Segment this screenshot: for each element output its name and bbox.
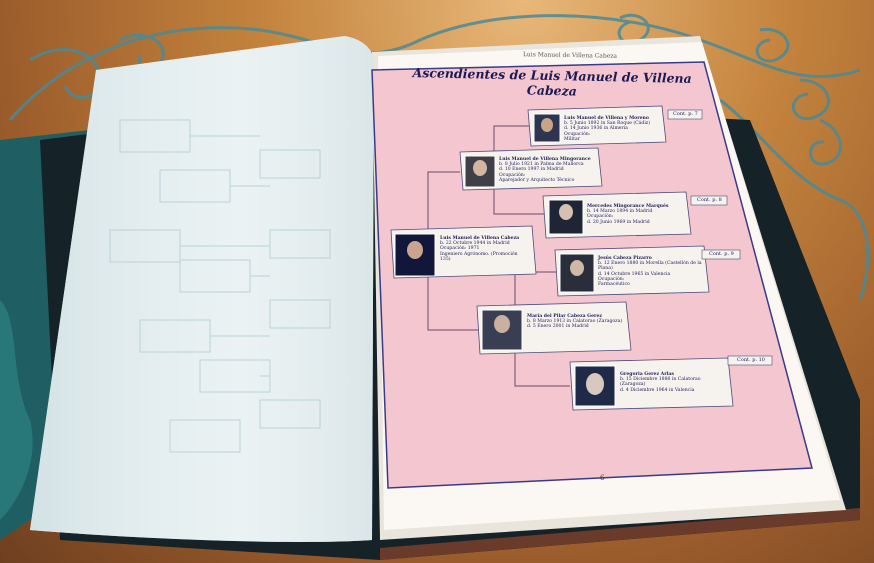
- person-detail: d. 14 Octubre 1965 in Valencia: [598, 271, 671, 277]
- cont-tab-p7: Cont. p. 10: [737, 357, 765, 363]
- person-name: Luis Manuel de Villena Mingorance: [499, 157, 591, 162]
- person-card-p1: Luis Manuel de Villena y Moreno b. 5 Jun…: [564, 116, 660, 142]
- cont-tab-p5: Cont. p. 9: [709, 251, 734, 257]
- page-number: 6: [600, 474, 605, 482]
- person-detail: Ocupación:: [499, 172, 526, 178]
- person-name: María del Pilar Cabeza Gerez: [527, 314, 602, 319]
- person-detail: b. 12 Enero 1880 in Morella (Castellón d…: [598, 261, 702, 272]
- person-detail: b. 8 Marzo 1913 in Calatorao (Zaragoza): [527, 319, 623, 325]
- person-name: Luis Manuel de Villena y Moreno: [564, 116, 649, 121]
- person-detail: Ocupación:: [587, 214, 614, 220]
- person-name: Jesús Cabeza Pizarro: [598, 256, 652, 261]
- person-card-p6: María del Pilar Cabeza Gerez b. 8 Marzo …: [527, 314, 627, 330]
- person-detail: d. 10 Enero 1997 in Madrid: [499, 167, 564, 173]
- person-name: Gregoria Gerez Arlas: [620, 372, 674, 377]
- person-detail: Ocupación:: [564, 131, 591, 137]
- person-detail: b. 15 Diciembre 1886 in Calatorao: [620, 377, 701, 383]
- person-detail: Aparejador y Arquitecto Técnico: [499, 177, 575, 183]
- person-detail: b. 5 Junio 1892 in San Roque (Cádiz): [564, 121, 651, 127]
- person-detail: b. 14 Marzo 1894 in Madrid: [587, 209, 653, 215]
- person-detail: d. 14 Junio 1936 in Almería: [564, 126, 628, 132]
- cont-tab-p3: Cont. p. 8: [697, 197, 722, 203]
- page-title: Ascendientes de Luis Manuel de Villena C…: [412, 65, 692, 99]
- person-detail: 135): [440, 256, 451, 262]
- left-page-showthrough: [109, 119, 331, 453]
- person-detail: b. 8 Julio 1921 in Palma de Mallorca: [499, 162, 584, 168]
- person-card-p7: Gregoria Gerez Arlas b. 15 Diciembre 188…: [620, 372, 730, 393]
- person-detail: b. 22 Octubre 1944 in Madrid: [440, 241, 510, 247]
- person-detail: Militar: [564, 136, 580, 142]
- cont-tab-p1: Cont. p. 7: [673, 111, 698, 117]
- person-detail: Ocupación:: [598, 276, 625, 282]
- person-detail: d. 20 Junio 1969 in Madrid: [587, 219, 650, 225]
- person-detail: d. 5 Enero 2001 in Madrid: [527, 324, 589, 330]
- person-card-p5: Jesús Cabeza Pizarro b. 12 Enero 1880 in…: [598, 256, 706, 287]
- person-detail: Farmacéutico: [598, 282, 630, 288]
- person-detail: d. 4 Diciembre 1964 in Valencia: [620, 387, 695, 393]
- continuation-tabs: [667, 109, 773, 366]
- person-detail: Ocupación: 1971: [440, 246, 480, 252]
- person-name: Mercedes Mingorance Marqués: [587, 204, 669, 209]
- person-card-p4: Luis Manuel de Villena Cabeza b. 22 Octu…: [440, 236, 532, 262]
- person-card-p3: Mercedes Mingorance Marqués b. 14 Marzo …: [587, 204, 687, 225]
- portrait-photos: [394, 113, 616, 407]
- person-detail: (Zaragoza): [620, 382, 646, 388]
- person-detail: Ingeniero Agrónomo. (Promoción: [440, 251, 518, 257]
- person-name: Luis Manuel de Villena Cabeza: [440, 236, 520, 241]
- person-card-p2: Luis Manuel de Villena Mingorance b. 8 J…: [499, 157, 597, 183]
